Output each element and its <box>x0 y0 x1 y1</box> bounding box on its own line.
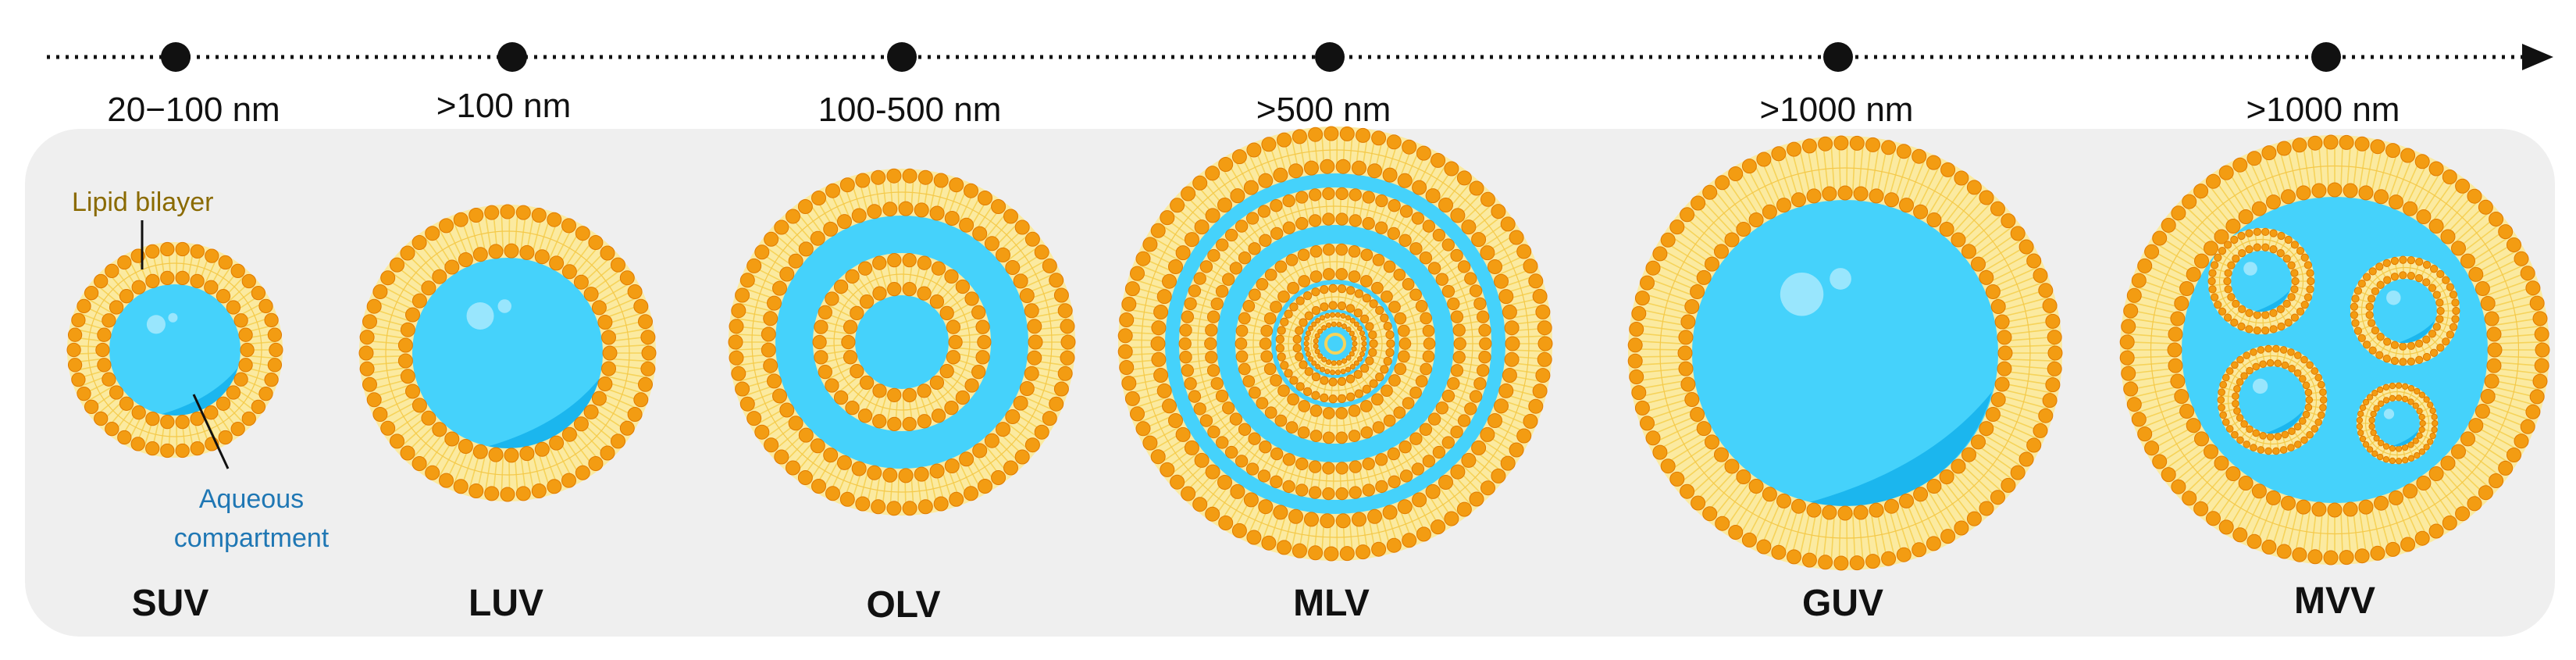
axis-marker-5 <box>1823 42 1853 72</box>
suv-bilayer <box>66 241 283 458</box>
guv-vesicle-icon <box>1627 135 2063 571</box>
mvv-inner-bilayer-3 <box>2217 344 2328 455</box>
mvv-vesicle-icon <box>2119 134 2550 565</box>
mvv-inner-bilayer-2 <box>2350 255 2460 366</box>
mlv-bilayer-4 <box>1275 284 1395 404</box>
vesicles-layer <box>66 126 2550 571</box>
olv-inner-bilayer <box>812 252 992 432</box>
mlv-bilayer-2 <box>1178 187 1492 501</box>
axis-marker-4 <box>1315 42 1345 72</box>
bubble-highlight <box>466 302 494 330</box>
axis-marker-6 <box>2311 42 2341 72</box>
size-labels: 20−100 nm >100 nm 100-500 nm >500 nm >10… <box>107 87 2400 129</box>
suv-vesicle-icon <box>66 241 283 458</box>
mvv-inner-vesicle-1 <box>2207 227 2315 335</box>
size-label-luv: >100 nm <box>436 87 571 125</box>
suv-annotations: Lipid bilayer Aqueous compartment <box>72 187 330 553</box>
size-label-olv: 100-500 nm <box>818 91 1002 129</box>
axis-marker-1 <box>161 42 191 72</box>
suv-aqueous-core <box>108 283 242 417</box>
mvv-inner-vesicle-4 <box>2356 382 2439 465</box>
type-label-mlv: MLV <box>1293 583 1370 624</box>
size-scale-axis <box>47 42 2553 72</box>
mlv-bilayer-5 <box>1303 312 1367 376</box>
aqueous-label-line1: Aqueous <box>199 484 304 514</box>
type-label-suv: SUV <box>132 583 209 624</box>
size-label-suv: 20−100 nm <box>107 91 280 129</box>
size-label-mvv: >1000 nm <box>2246 91 2400 129</box>
type-labels: SUV LUV OLV MLV GUV MVV <box>132 580 2375 626</box>
mvv-inner-vesicle-2 <box>2350 255 2460 366</box>
mlv-bilayer-1 <box>1117 126 1553 562</box>
luv-bilayer <box>358 204 657 502</box>
mvv-inner-vesicle-3 <box>2217 344 2328 455</box>
type-label-mvv: MVV <box>2294 580 2375 622</box>
size-label-mlv: >500 nm <box>1256 91 1391 129</box>
guv-aqueous-core <box>1691 198 2000 508</box>
mvv-inner-bilayer-1 <box>2207 227 2315 335</box>
aqueous-label-line2: compartment <box>174 523 330 553</box>
mvv-inner-bilayer-4 <box>2356 382 2439 465</box>
type-label-guv: GUV <box>1802 583 1883 624</box>
olv-vesicle-icon <box>728 168 1076 516</box>
mlv-vesicle-icon <box>1117 126 1553 562</box>
axis-marker-3 <box>887 42 917 72</box>
type-label-olv: OLV <box>866 584 940 626</box>
size-label-guv: >1000 nm <box>1760 91 1914 129</box>
olv-outer-bilayer <box>728 168 1076 516</box>
mlv-bilayer-3 <box>1235 243 1436 444</box>
guv-bilayer <box>1627 135 2063 571</box>
mvv-outer-bilayer <box>2119 134 2550 565</box>
bubble-highlight <box>1780 273 1824 316</box>
lipid-bilayer-label: Lipid bilayer <box>72 187 213 217</box>
type-label-luv: LUV <box>469 583 543 624</box>
aqueous-pointer <box>192 394 230 469</box>
axis-marker-2 <box>497 42 527 72</box>
bubble-highlight <box>146 315 166 334</box>
luv-aqueous-core <box>410 255 605 451</box>
luv-vesicle-icon <box>358 204 657 502</box>
axis-arrowhead <box>2522 44 2553 70</box>
